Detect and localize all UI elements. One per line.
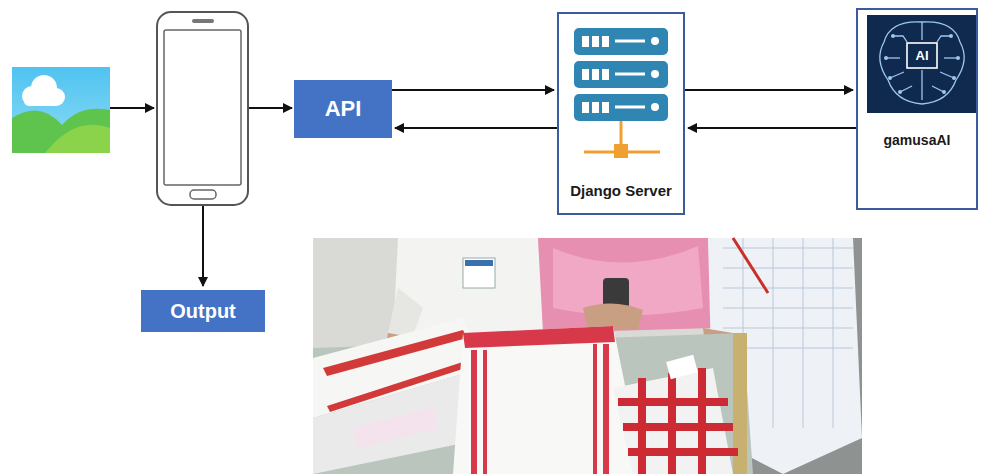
server-box: Django Server xyxy=(557,12,685,215)
icon-text: AI xyxy=(916,48,929,63)
api-box: API xyxy=(294,80,392,138)
node-text: gamusaAI xyxy=(884,132,951,148)
node-text: Output xyxy=(170,300,236,323)
flow-arrow xyxy=(392,89,554,91)
server-icon xyxy=(574,28,668,158)
flow-arrow xyxy=(110,107,154,109)
flow-arrow xyxy=(202,206,204,286)
ai-brain-icon xyxy=(867,15,977,113)
image-icon xyxy=(12,67,110,153)
output-box: Output xyxy=(141,290,265,332)
phone-icon xyxy=(157,12,248,205)
flow-arrow xyxy=(249,107,292,109)
flow-arrow xyxy=(395,127,557,129)
photo xyxy=(313,238,862,474)
ai-service-box: gamusaAI xyxy=(856,8,978,210)
node-text: Django Server xyxy=(570,182,672,199)
node-text: API xyxy=(325,96,362,122)
flow-arrow xyxy=(688,127,856,129)
flow-arrow xyxy=(685,89,853,91)
